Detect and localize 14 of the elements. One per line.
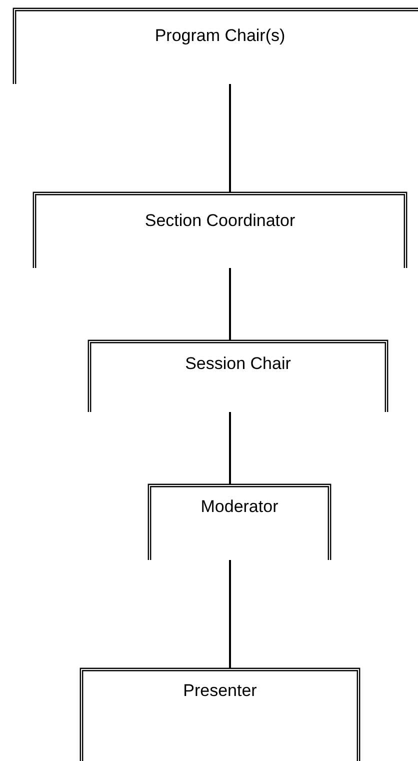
box-label: Program Chair(s) (154, 26, 286, 46)
box-label: Session Chair (184, 354, 292, 374)
box-label: Section Coordinator (144, 211, 296, 231)
bracket-box (13, 8, 418, 84)
connector-line (229, 412, 231, 484)
bracket-box (148, 484, 331, 560)
box-label: Presenter (182, 681, 258, 701)
connector-line (229, 84, 231, 192)
box-label: Moderator (200, 497, 280, 517)
bracket-box (80, 668, 360, 761)
connector-line (229, 560, 231, 668)
bracket-box (33, 192, 407, 268)
connector-line (229, 268, 231, 340)
bracket-box (88, 340, 388, 412)
